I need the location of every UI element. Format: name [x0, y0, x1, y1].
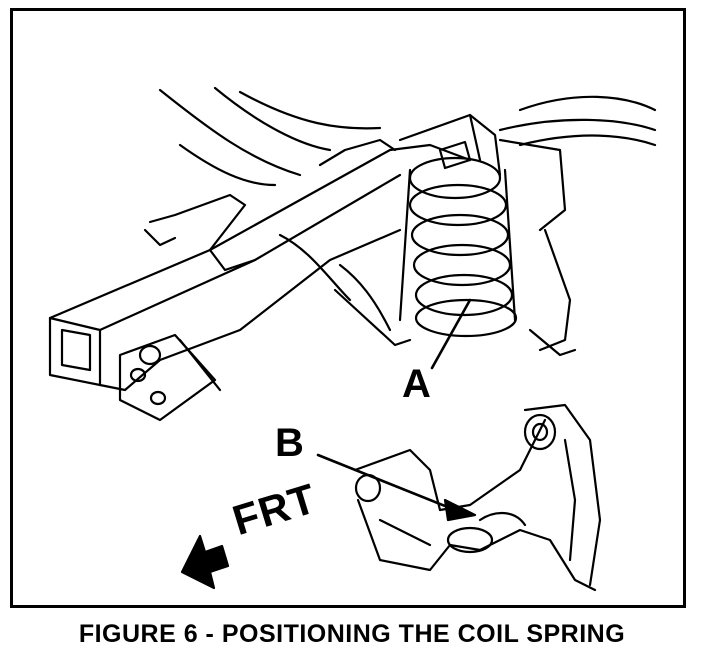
figure-caption: FIGURE 6 - POSITIONING THE COIL SPRING [78, 620, 626, 648]
frame-rail [48, 138, 472, 422]
background-contours [158, 86, 657, 187]
leader-lines [316, 298, 472, 514]
leader-line-b [316, 453, 462, 514]
lower-control-arm [353, 403, 602, 592]
coil-spring [398, 156, 518, 338]
leader-line-a [430, 298, 472, 370]
spring-tower [333, 113, 577, 357]
callout-label-a: A [402, 362, 431, 406]
leader-arrowhead-b [443, 498, 477, 522]
callout-label-b: B [275, 421, 304, 465]
front-arrow-icon [180, 534, 230, 590]
